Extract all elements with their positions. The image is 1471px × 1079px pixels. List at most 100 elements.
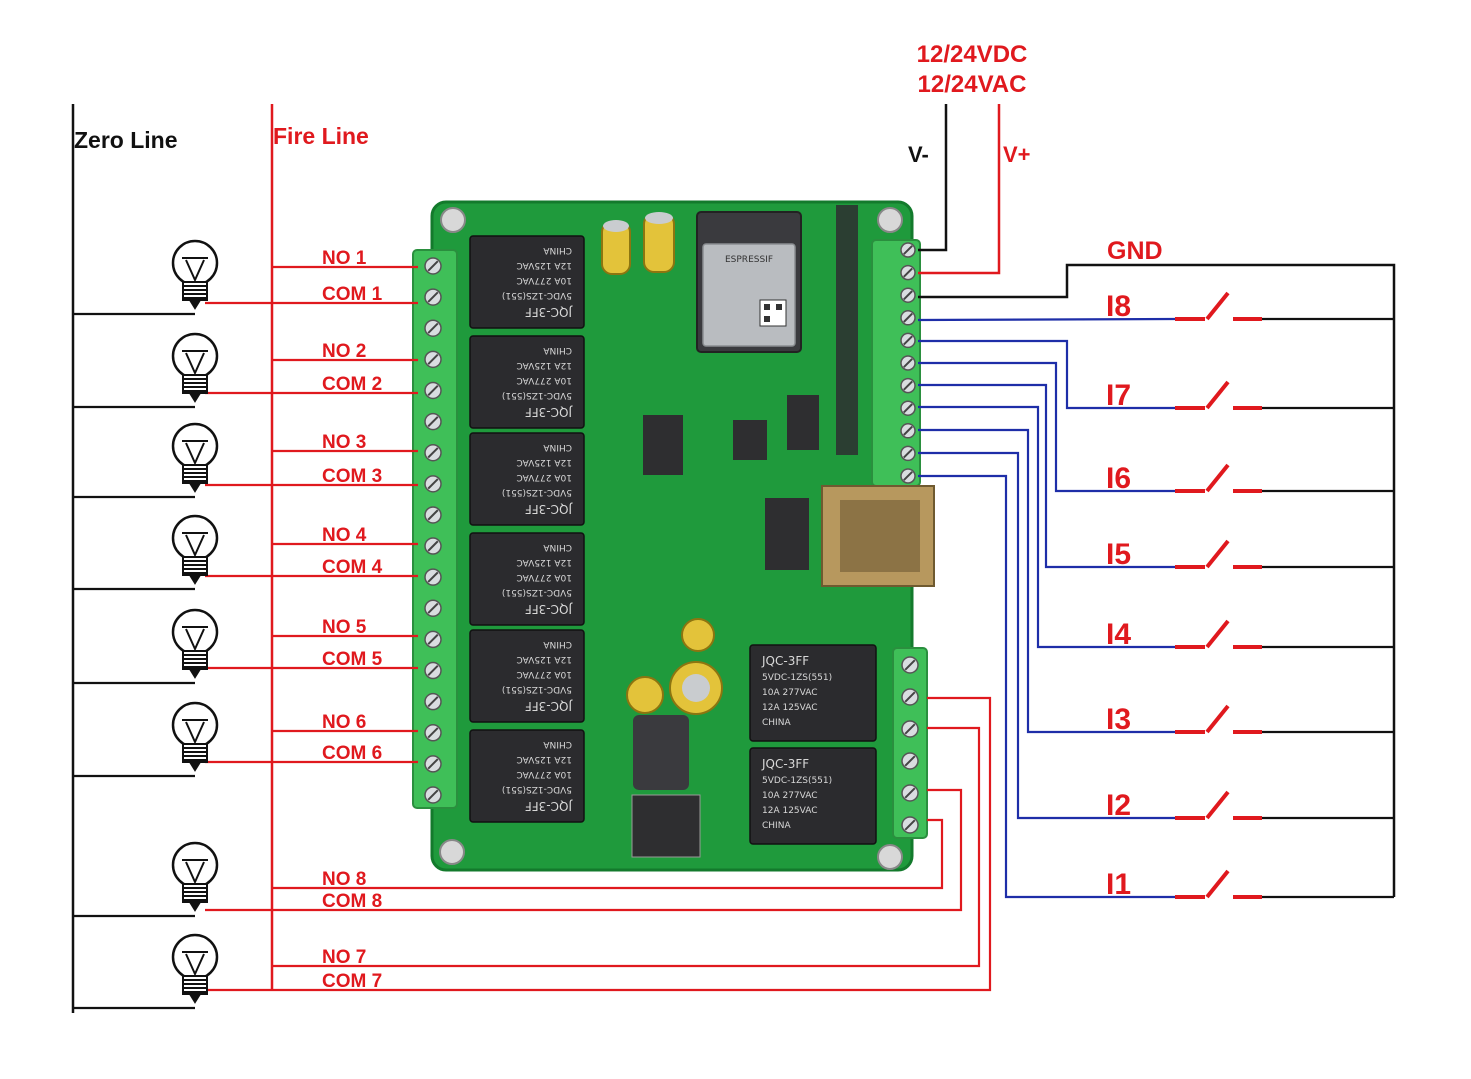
relay-com-label: COM 4 — [322, 557, 383, 578]
relay-no-label: NO 5 — [322, 617, 367, 638]
input-label: I1 — [1106, 868, 1131, 901]
diode-array — [836, 205, 858, 455]
relay-marking: CHINA — [762, 821, 791, 831]
relay-marking: CHINA — [543, 639, 572, 649]
input-wire — [918, 451, 1175, 820]
relay-marking: 5VDC-1ZS(551) — [502, 684, 572, 694]
terminal-screw — [424, 288, 442, 306]
terminal-screw — [424, 692, 442, 711]
capacitor — [601, 220, 631, 275]
light-bulb-icon — [171, 239, 219, 310]
relay-no-label: NO 3 — [322, 432, 366, 453]
relay-no-label: NO 1 — [322, 248, 367, 269]
terminal-screw — [900, 332, 916, 349]
supply-label-dc: 12/24VDC — [917, 41, 1028, 68]
terminal-screw — [901, 816, 919, 834]
relay-marking: CHINA — [543, 442, 572, 452]
relay-marking: 12A 125VAC — [762, 703, 818, 713]
relay-marking: 5VDC-1ZS(551) — [502, 290, 572, 300]
ic-chip — [733, 420, 767, 460]
input-wires — [917, 317, 1176, 899]
ic-chip — [643, 415, 683, 475]
terminal-screw — [901, 688, 919, 706]
light-bulb-icon — [171, 608, 219, 679]
terminal-screw — [424, 350, 442, 369]
terminal-screw — [424, 724, 442, 742]
input-label: I4 — [1106, 618, 1131, 651]
gnd-wire — [918, 263, 1396, 897]
capacitor — [626, 676, 664, 714]
left-terminal-screws — [424, 257, 442, 804]
ic-chip — [765, 498, 809, 570]
mounting-hole — [439, 839, 465, 865]
relay78-terminal-block — [892, 647, 928, 839]
relay-marking: 5VDC-1ZS(551) — [762, 776, 832, 786]
zero-line-label: Zero Line — [74, 127, 178, 153]
light-bulb-icon — [171, 332, 219, 403]
voltage-regulator — [631, 794, 701, 858]
left-terminal-block — [412, 249, 458, 809]
input-wire — [918, 428, 1175, 734]
relay-no-label: NO 6 — [322, 712, 366, 733]
relay-marking: 12A 125VAC — [516, 754, 572, 764]
relay-marking: 12A 125VAC — [516, 260, 572, 270]
v-minus-wire — [918, 104, 948, 252]
mounting-hole — [877, 844, 903, 870]
terminal-screw — [901, 752, 919, 770]
relay-marking: 12A 125VAC — [516, 360, 572, 370]
terminal-screw — [901, 720, 919, 738]
relay-marking: CHINA — [543, 739, 572, 749]
switch-icon — [1175, 790, 1262, 820]
relay-marking: 10A 277VAC — [516, 275, 572, 285]
terminal-screw — [424, 443, 442, 462]
input-label: I2 — [1106, 789, 1131, 822]
capacitor — [669, 661, 723, 715]
switch-icon — [1175, 380, 1262, 410]
ic-chip — [787, 395, 819, 450]
relay-marking: JQC-3FF — [525, 502, 573, 516]
relay-marking: JQC-3FF — [525, 799, 573, 813]
relay-marking: 12A 125VAC — [516, 654, 572, 664]
terminal-screw — [424, 599, 442, 618]
relay-marking: 5VDC-1ZS(551) — [762, 673, 832, 683]
relay-com-label: COM 7 — [322, 971, 382, 992]
relay-marking: JQC-3FF — [525, 602, 573, 616]
relay-marking: CHINA — [543, 245, 572, 255]
relay-com-label: COM 5 — [322, 649, 383, 670]
relay-board: JQC-3FF 5VDC-1ZS(551) 10A 277VAC 12A 125VAC… — [412, 200, 935, 872]
terminal-screw — [424, 537, 442, 555]
terminal-screw — [424, 661, 442, 680]
terminal-screw — [424, 506, 442, 524]
gnd-label: GND — [1107, 237, 1163, 265]
relay-marking: JQC-3FF — [525, 699, 573, 713]
relay78-wire — [272, 818, 944, 890]
labels: 12/24VDC 12/24VAC V- V+ Zero Line Fire L… — [74, 41, 1163, 992]
terminal-screw — [424, 257, 442, 275]
relay-com-label: COM 8 — [322, 891, 382, 912]
terminal-screw — [900, 468, 916, 484]
terminal-screw — [424, 475, 442, 493]
terminal-screw — [900, 355, 916, 371]
terminal-screw — [900, 400, 916, 416]
lamps — [171, 239, 219, 1004]
relay-column: JQC-3FF 5VDC-1ZS(551) 10A 277VAC 12A 125VAC… — [469, 235, 585, 823]
relay-marking: 12A 125VAC — [516, 457, 572, 467]
light-bulb-icon — [171, 841, 219, 912]
terminal-screw — [901, 656, 919, 674]
relay78-wire — [205, 788, 963, 912]
relay-marking: 5VDC-1ZS(551) — [502, 390, 572, 400]
switch-icon — [1175, 704, 1262, 734]
relay-com-label: COM 2 — [322, 374, 382, 395]
switch-icon — [1175, 463, 1262, 493]
relay-marking: CHINA — [543, 542, 572, 552]
light-bulb-icon — [171, 933, 219, 1004]
terminal-screw — [900, 264, 916, 281]
relay-marking: CHINA — [762, 718, 791, 728]
